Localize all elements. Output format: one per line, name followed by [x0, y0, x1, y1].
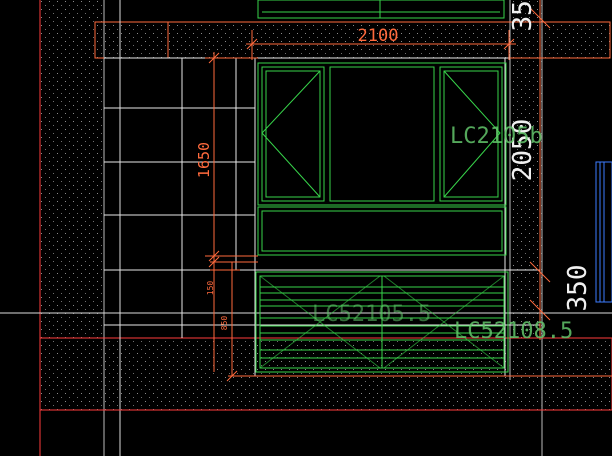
window-tag-lower[interactable]: LC52108.5 — [454, 319, 573, 344]
dimension-small-label-2: 850 — [220, 316, 229, 331]
sliding-window[interactable] — [255, 271, 509, 373]
dimension-width-label: 2100 — [358, 26, 399, 46]
dimension-sill-chain[interactable] — [208, 256, 612, 382]
dimension-height-label: 1650 — [195, 142, 213, 178]
dimension-small-label-1: 150 — [206, 281, 215, 296]
casement-window[interactable] — [257, 62, 507, 256]
right-blue-element — [595, 161, 612, 303]
window-tag-middle[interactable]: LC52105.5 — [312, 302, 431, 327]
dimension-right-top-label: 350 — [508, 0, 538, 31]
dimension-width[interactable] — [246, 30, 516, 60]
window-tag-upper[interactable]: LC2105b — [450, 124, 543, 149]
upper-window-fragment — [257, 0, 505, 19]
bottom-slab-hatch — [40, 338, 612, 410]
right-wall-hatch — [510, 0, 542, 380]
dimension-right-label: 2050 — [508, 119, 538, 182]
dimension-right-bottom-label: 350 — [563, 265, 593, 312]
top-lintel-hatch — [95, 22, 610, 58]
left-wall-hatch — [40, 0, 104, 340]
dimension-right[interactable] — [529, 0, 551, 340]
